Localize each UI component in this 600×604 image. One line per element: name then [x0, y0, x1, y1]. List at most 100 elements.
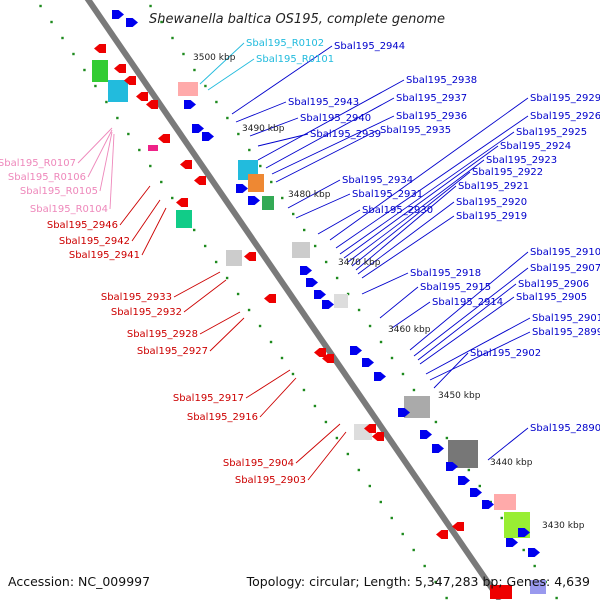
gene-label-rna-reverse[interactable]: Sbal195_R0106	[8, 172, 86, 183]
gene-label-forward[interactable]: Sbal195_2940	[300, 113, 371, 124]
gene-label-forward[interactable]: Sbal195_2936	[396, 111, 467, 122]
reverse-gene-arrow	[244, 252, 256, 261]
gene-label-forward[interactable]: Sbal195_2921	[458, 181, 529, 192]
tick-dot	[401, 372, 405, 376]
gene-labels: Sbal195_R0102Sbal195_R0101Sbal195_2944Sb…	[0, 38, 600, 486]
leader-line	[275, 129, 379, 183]
tick-dot	[434, 420, 438, 424]
leader-line	[99, 131, 113, 192]
gene-label-reverse[interactable]: Sbal195_2928	[127, 329, 198, 340]
gene-label-reverse[interactable]: Sbal195_2917	[173, 393, 244, 404]
leader-line	[357, 201, 455, 275]
leader-line	[265, 97, 395, 169]
gene-block	[226, 250, 242, 266]
gene-label-rna-reverse[interactable]: Sbal195_R0105	[20, 186, 98, 197]
kbp-tick-3440: 3440 kbp	[490, 458, 533, 468]
gene-label-forward[interactable]: Sbal195_2899	[532, 327, 600, 338]
gene-label-forward[interactable]: Sbal195_2890	[530, 423, 600, 434]
tick-dots	[39, 4, 558, 600]
reverse-gene-arrow	[436, 530, 448, 539]
gene-label-forward[interactable]: Sbal195_2944	[334, 41, 405, 52]
gene-label-forward[interactable]: Sbal195_2923	[486, 155, 557, 166]
leader-line	[199, 42, 245, 85]
forward-gene-arrow	[470, 488, 482, 497]
gene-label-reverse[interactable]: Sbal195_2941	[69, 250, 140, 261]
gene-label-forward[interactable]: Sbal195_2943	[288, 97, 359, 108]
leader-line	[287, 179, 341, 209]
gene-label-rna-reverse[interactable]: Sbal195_R0104	[30, 204, 108, 215]
reverse-gene-arrow	[146, 100, 158, 109]
tick-dot	[368, 324, 372, 328]
kbp-tick-3430: 3430 kbp	[542, 521, 585, 531]
gene-label-forward[interactable]: Sbal195_2919	[456, 211, 527, 222]
gene-label-forward[interactable]: Sbal195_2935	[380, 125, 451, 136]
gene-label-forward[interactable]: Sbal195_2901	[532, 313, 600, 324]
gene-label-reverse[interactable]: Sbal195_2932	[111, 307, 182, 318]
kbp-tick-3450: 3450 kbp	[438, 391, 481, 401]
gene-label-forward[interactable]: Sbal195_2929	[530, 93, 600, 104]
tick-dot	[171, 36, 174, 40]
gene-label-rna-forward[interactable]: Sbal195_R0102	[246, 38, 324, 49]
forward-gene-arrow	[126, 18, 138, 27]
gene-label-forward[interactable]: Sbal195_2931	[352, 189, 423, 200]
kbp-tick-3480: 3480 kbp	[288, 190, 331, 200]
gene-block	[178, 82, 198, 96]
gene-label-forward[interactable]: Sbal195_2926	[530, 111, 600, 122]
leader-line	[207, 58, 255, 91]
gene-label-forward[interactable]: Sbal195_2902	[470, 348, 541, 359]
gene-label-forward[interactable]: Sbal195_2934	[342, 175, 413, 186]
leader-line	[335, 115, 529, 249]
gene-label-forward[interactable]: Sbal195_2905	[516, 292, 587, 303]
tick-dot	[401, 532, 404, 536]
tick-dot	[226, 116, 229, 120]
gene-label-reverse[interactable]: Sbal195_2916	[187, 412, 258, 423]
tick-dot	[346, 452, 350, 456]
gene-block	[92, 60, 108, 82]
gene-label-reverse[interactable]: Sbal195_2946	[47, 220, 118, 231]
kbp-tick-3490: 3490 kbp	[242, 124, 285, 134]
gene-label-forward[interactable]: Sbal195_2906	[518, 279, 589, 290]
forward-gene-arrow	[528, 548, 540, 557]
reverse-gene-arrow	[264, 294, 276, 303]
reverse-gene-arrow	[124, 76, 136, 85]
gene-label-reverse[interactable]: Sbal195_2927	[137, 346, 208, 357]
leader-line	[77, 127, 113, 164]
leader-line	[413, 267, 529, 357]
tick-dot	[555, 596, 558, 600]
gene-label-forward[interactable]: Sbal195_2938	[406, 75, 477, 86]
gene-label-rna-reverse[interactable]: Sbal195_R0107	[0, 158, 76, 169]
gene-label-forward[interactable]: Sbal195_2939	[310, 129, 381, 140]
gene-label-reverse[interactable]: Sbal195_2942	[59, 236, 130, 247]
gene-label-forward[interactable]: Sbal195_2915	[420, 282, 491, 293]
gene-block	[108, 80, 128, 102]
gene-label-reverse[interactable]: Sbal195_2904	[223, 458, 294, 469]
leader-line	[259, 377, 297, 418]
leader-line	[351, 171, 471, 267]
forward-gene-arrow	[112, 10, 124, 19]
tick-dot	[324, 420, 328, 424]
gene-label-forward[interactable]: Sbal195_2930	[362, 205, 433, 216]
leader-line	[329, 97, 529, 241]
reverse-gene-arrow	[114, 64, 126, 73]
gene-label-forward[interactable]: Sbal195_2920	[456, 197, 527, 208]
tick-dot	[467, 468, 471, 472]
reverse-gene-arrow	[94, 44, 106, 53]
gene-label-forward[interactable]: Sbal195_2910	[530, 247, 600, 258]
gene-label-forward[interactable]: Sbal195_2918	[410, 268, 481, 279]
tick-dot	[291, 372, 295, 376]
gene-label-forward[interactable]: Sbal195_2922	[472, 167, 543, 178]
gene-label-forward[interactable]: Sbal195_2907	[530, 263, 600, 274]
gene-label-rna-forward[interactable]: Sbal195_R0101	[256, 54, 334, 65]
gene-label-forward[interactable]: Sbal195_2914	[432, 297, 503, 308]
gene-label-forward[interactable]: Sbal195_2937	[396, 93, 467, 104]
gene-label-forward[interactable]: Sbal195_2925	[516, 127, 587, 138]
leader-line	[271, 115, 395, 175]
tick-dot	[215, 100, 218, 104]
reverse-gene-arrow	[194, 176, 206, 185]
gene-label-reverse[interactable]: Sbal195_2933	[101, 292, 172, 303]
gene-label-reverse[interactable]: Sbal195_2903	[235, 475, 306, 486]
gene-label-forward[interactable]: Sbal195_2924	[500, 141, 571, 152]
tick-dot	[434, 580, 437, 584]
tick-dot	[423, 564, 426, 568]
